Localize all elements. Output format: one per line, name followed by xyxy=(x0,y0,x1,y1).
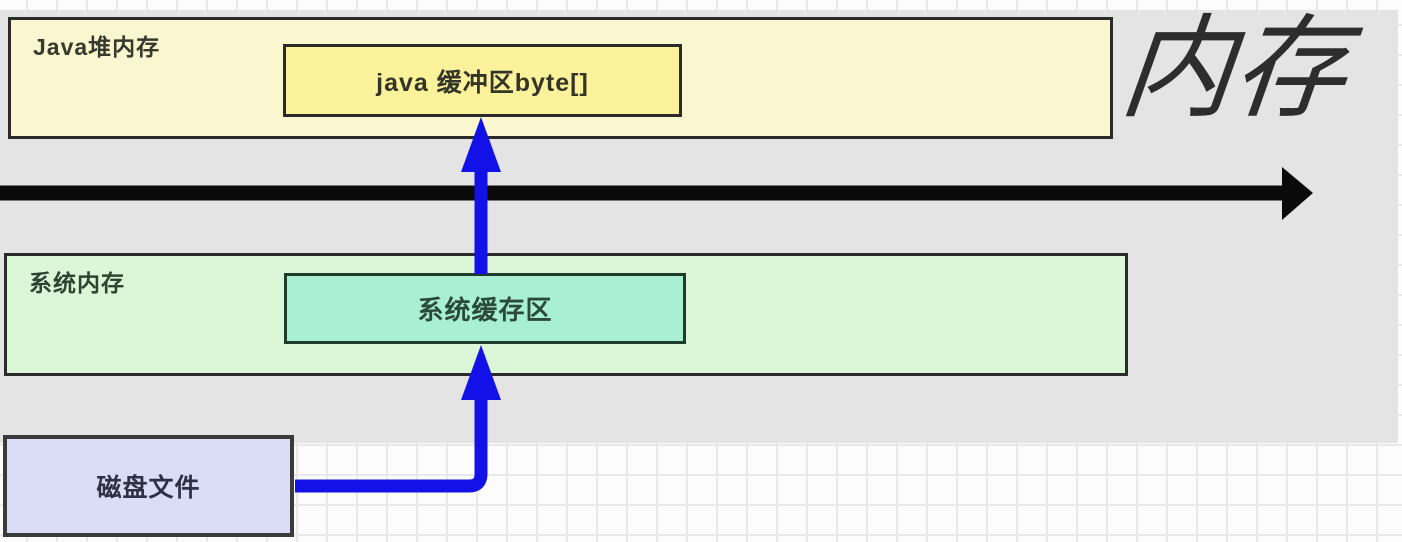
disk-file-box: 磁盘文件 xyxy=(3,435,294,537)
java-buffer-box: java 缓冲区byte[] xyxy=(283,44,682,117)
system-cache-box: 系统缓存区 xyxy=(284,273,686,344)
memory-title: 内存 xyxy=(1115,6,1353,131)
disk-file-label: 磁盘文件 xyxy=(96,474,201,502)
system-cache-label: 系统缓存区 xyxy=(417,295,553,325)
system-memory-label: 系统内存 xyxy=(29,270,125,296)
java-heap-label: Java堆内存 xyxy=(33,34,161,60)
java-buffer-label: java 缓冲区byte[] xyxy=(376,68,589,97)
